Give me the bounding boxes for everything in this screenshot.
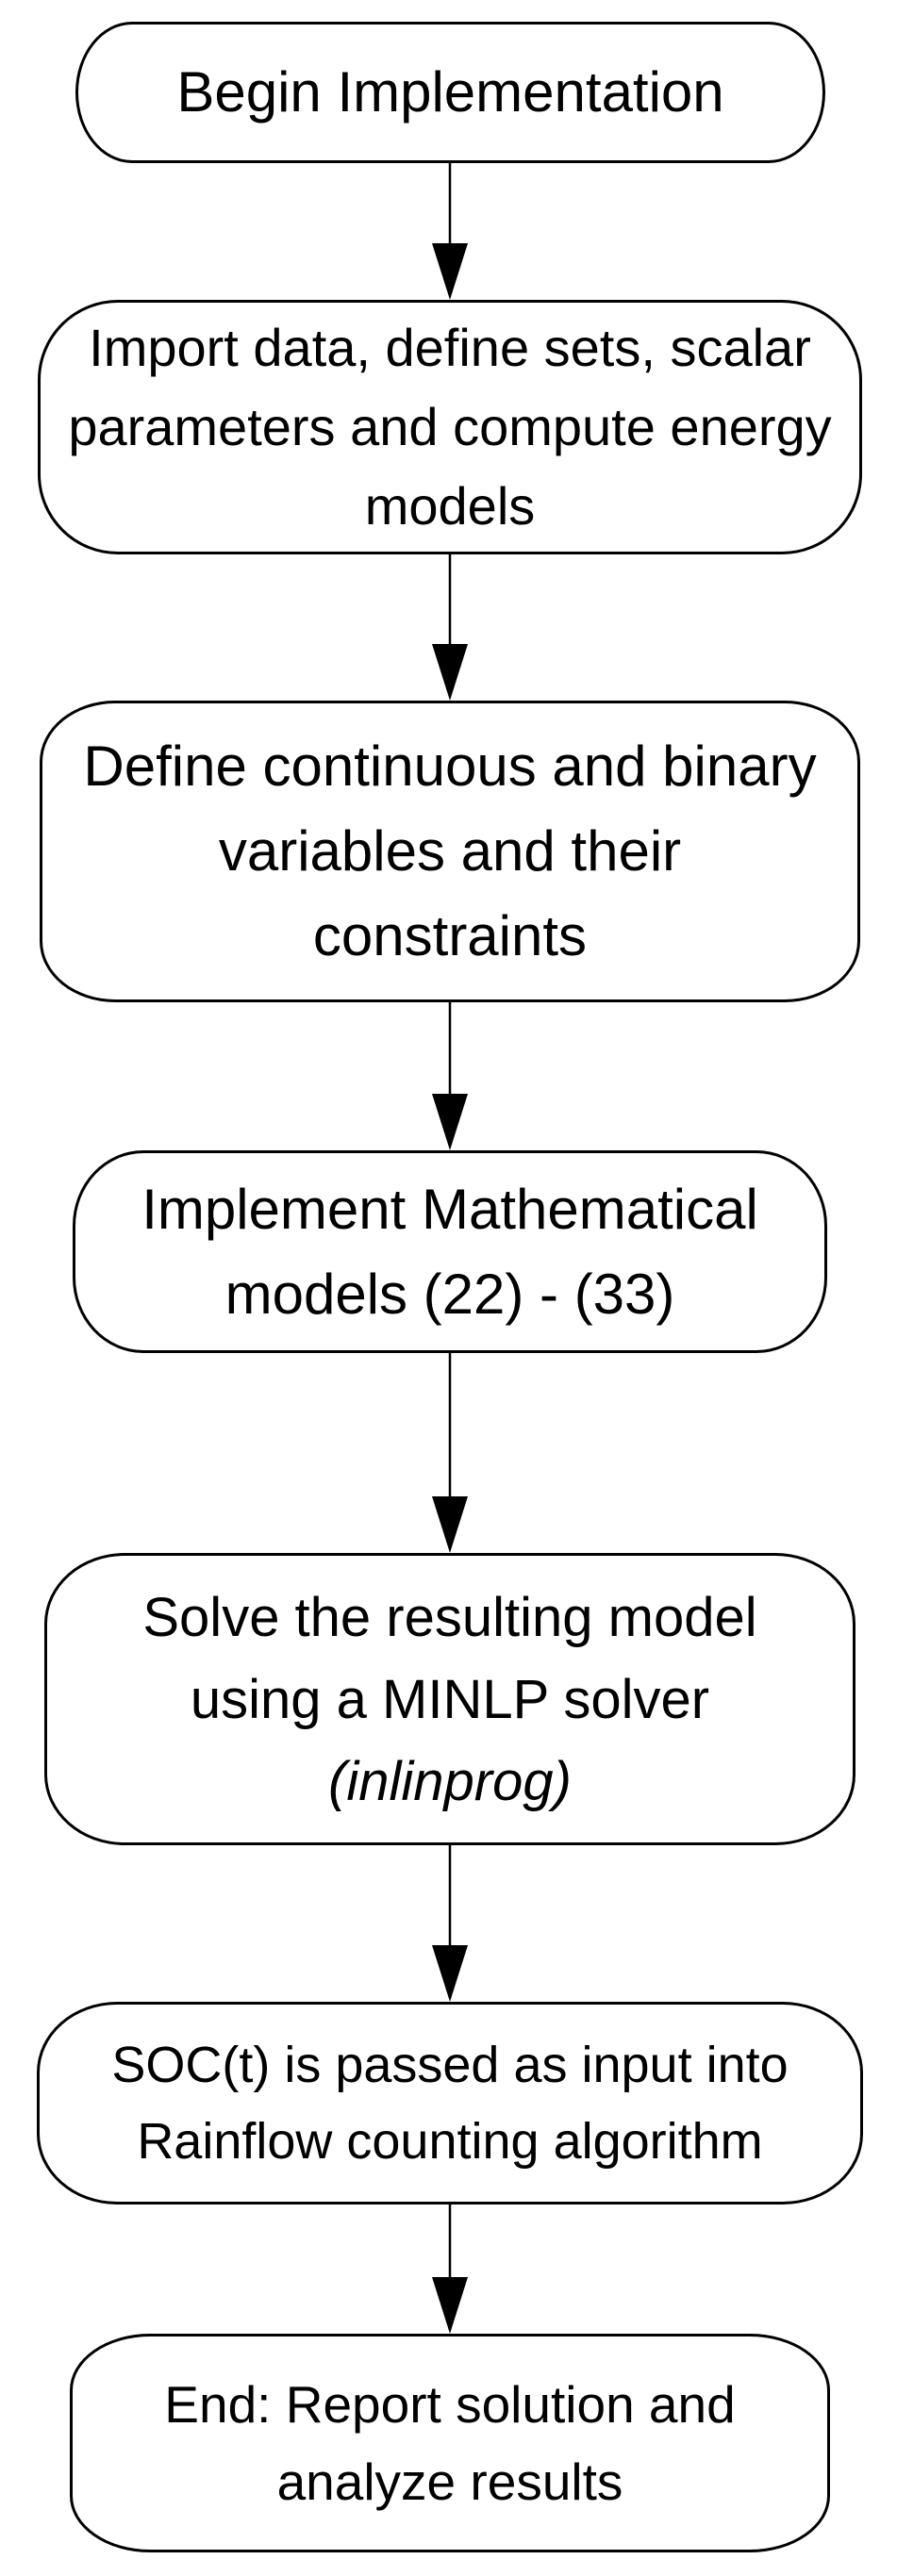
flow-node-begin: Begin Implementation bbox=[75, 22, 825, 163]
node-text-line: End: Report solution and bbox=[164, 2374, 736, 2434]
arrowhead-down-icon bbox=[432, 2277, 468, 2334]
node-text-line: models bbox=[364, 476, 536, 536]
flow-node-soc-rainflow: SOC(t) is passed as input into Rainflow … bbox=[37, 2002, 863, 2204]
node-text-line: Implement Mathematical bbox=[141, 1177, 758, 1241]
arrowhead-down-icon bbox=[432, 644, 468, 701]
node-text-line: constraints bbox=[312, 904, 588, 967]
arrowhead-down-icon bbox=[432, 1945, 468, 2002]
node-text-line: variables and their bbox=[218, 819, 682, 883]
arrowhead-down-icon bbox=[432, 1496, 468, 1553]
node-text-line: SOC(t) is passed as input into bbox=[111, 2036, 789, 2093]
node-text-line-italic: (inlinprog) bbox=[328, 1750, 572, 1812]
flow-node-import-data: Import data, define sets, scalar paramet… bbox=[38, 300, 862, 554]
node-text-line: Solve the resulting model bbox=[142, 1586, 757, 1648]
node-text-line: parameters and compute energy bbox=[68, 397, 832, 456]
node-text-line: Rainflow counting algorithm bbox=[137, 2112, 763, 2170]
flow-node-solve-model: Solve the resulting model using a MINLP … bbox=[44, 1553, 855, 1845]
arrowhead-down-icon bbox=[432, 1094, 468, 1150]
flow-node-define-variables: Define continuous and binary variables a… bbox=[40, 701, 860, 1002]
arrowhead-down-icon bbox=[432, 243, 468, 300]
node-text-line: models (22) - (33) bbox=[224, 1262, 675, 1326]
flow-arrow-6 bbox=[432, 2204, 468, 2334]
flow-arrow-1 bbox=[432, 163, 468, 300]
node-text-line: Import data, define sets, scalar bbox=[89, 318, 811, 377]
flow-arrow-2 bbox=[432, 554, 468, 701]
node-text-line: Define continuous and binary bbox=[83, 735, 817, 798]
node-text-line: Begin Implementation bbox=[176, 60, 724, 124]
flow-node-end: End: Report solution and analyze results bbox=[70, 2334, 830, 2552]
flow-arrow-3 bbox=[432, 1002, 468, 1150]
flow-arrow-4 bbox=[432, 1353, 468, 1553]
node-text-line: analyze results bbox=[276, 2452, 623, 2511]
node-text-line: using a MINLP solver bbox=[190, 1668, 710, 1730]
flow-arrow-5 bbox=[432, 1845, 468, 2002]
flow-node-implement-models: Implement Mathematical models (22) - (33… bbox=[73, 1150, 827, 1353]
